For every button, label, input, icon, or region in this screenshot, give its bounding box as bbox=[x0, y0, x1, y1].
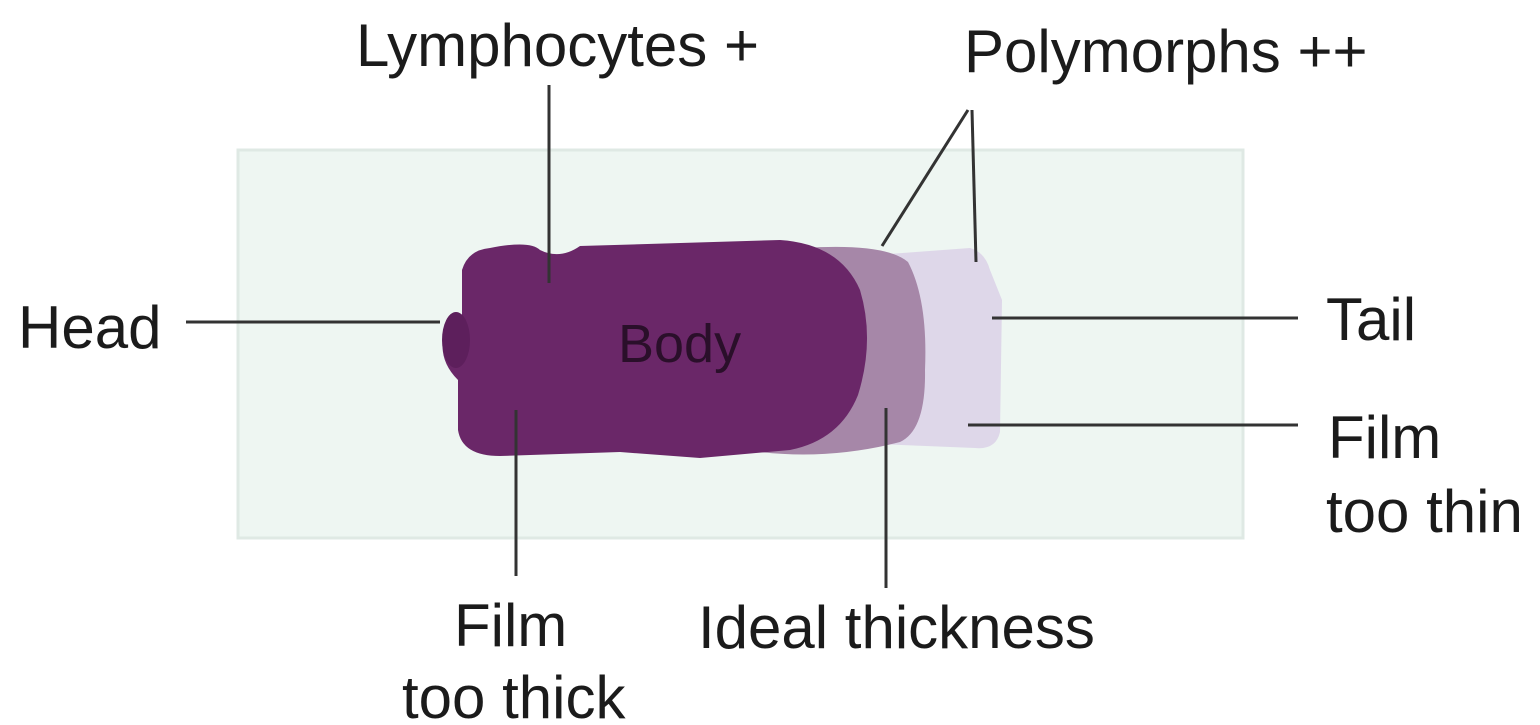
film-too-thin-label-line1: Film bbox=[1328, 404, 1441, 471]
head-label: Head bbox=[18, 294, 161, 361]
tail-label: Tail bbox=[1326, 286, 1416, 353]
film-too-thick-label-line2: too thick bbox=[402, 664, 626, 725]
body-label: Body bbox=[618, 314, 741, 374]
film-too-thin-label-line2: too thin bbox=[1326, 478, 1523, 545]
ideal-thickness-label: Ideal thickness bbox=[698, 594, 1095, 661]
head-bulge bbox=[442, 312, 470, 368]
lymphocytes-label: Lymphocytes + bbox=[356, 12, 759, 79]
film-too-thick-label-line1: Film bbox=[454, 592, 567, 659]
polymorphs-label: Polymorphs ++ bbox=[964, 18, 1368, 85]
